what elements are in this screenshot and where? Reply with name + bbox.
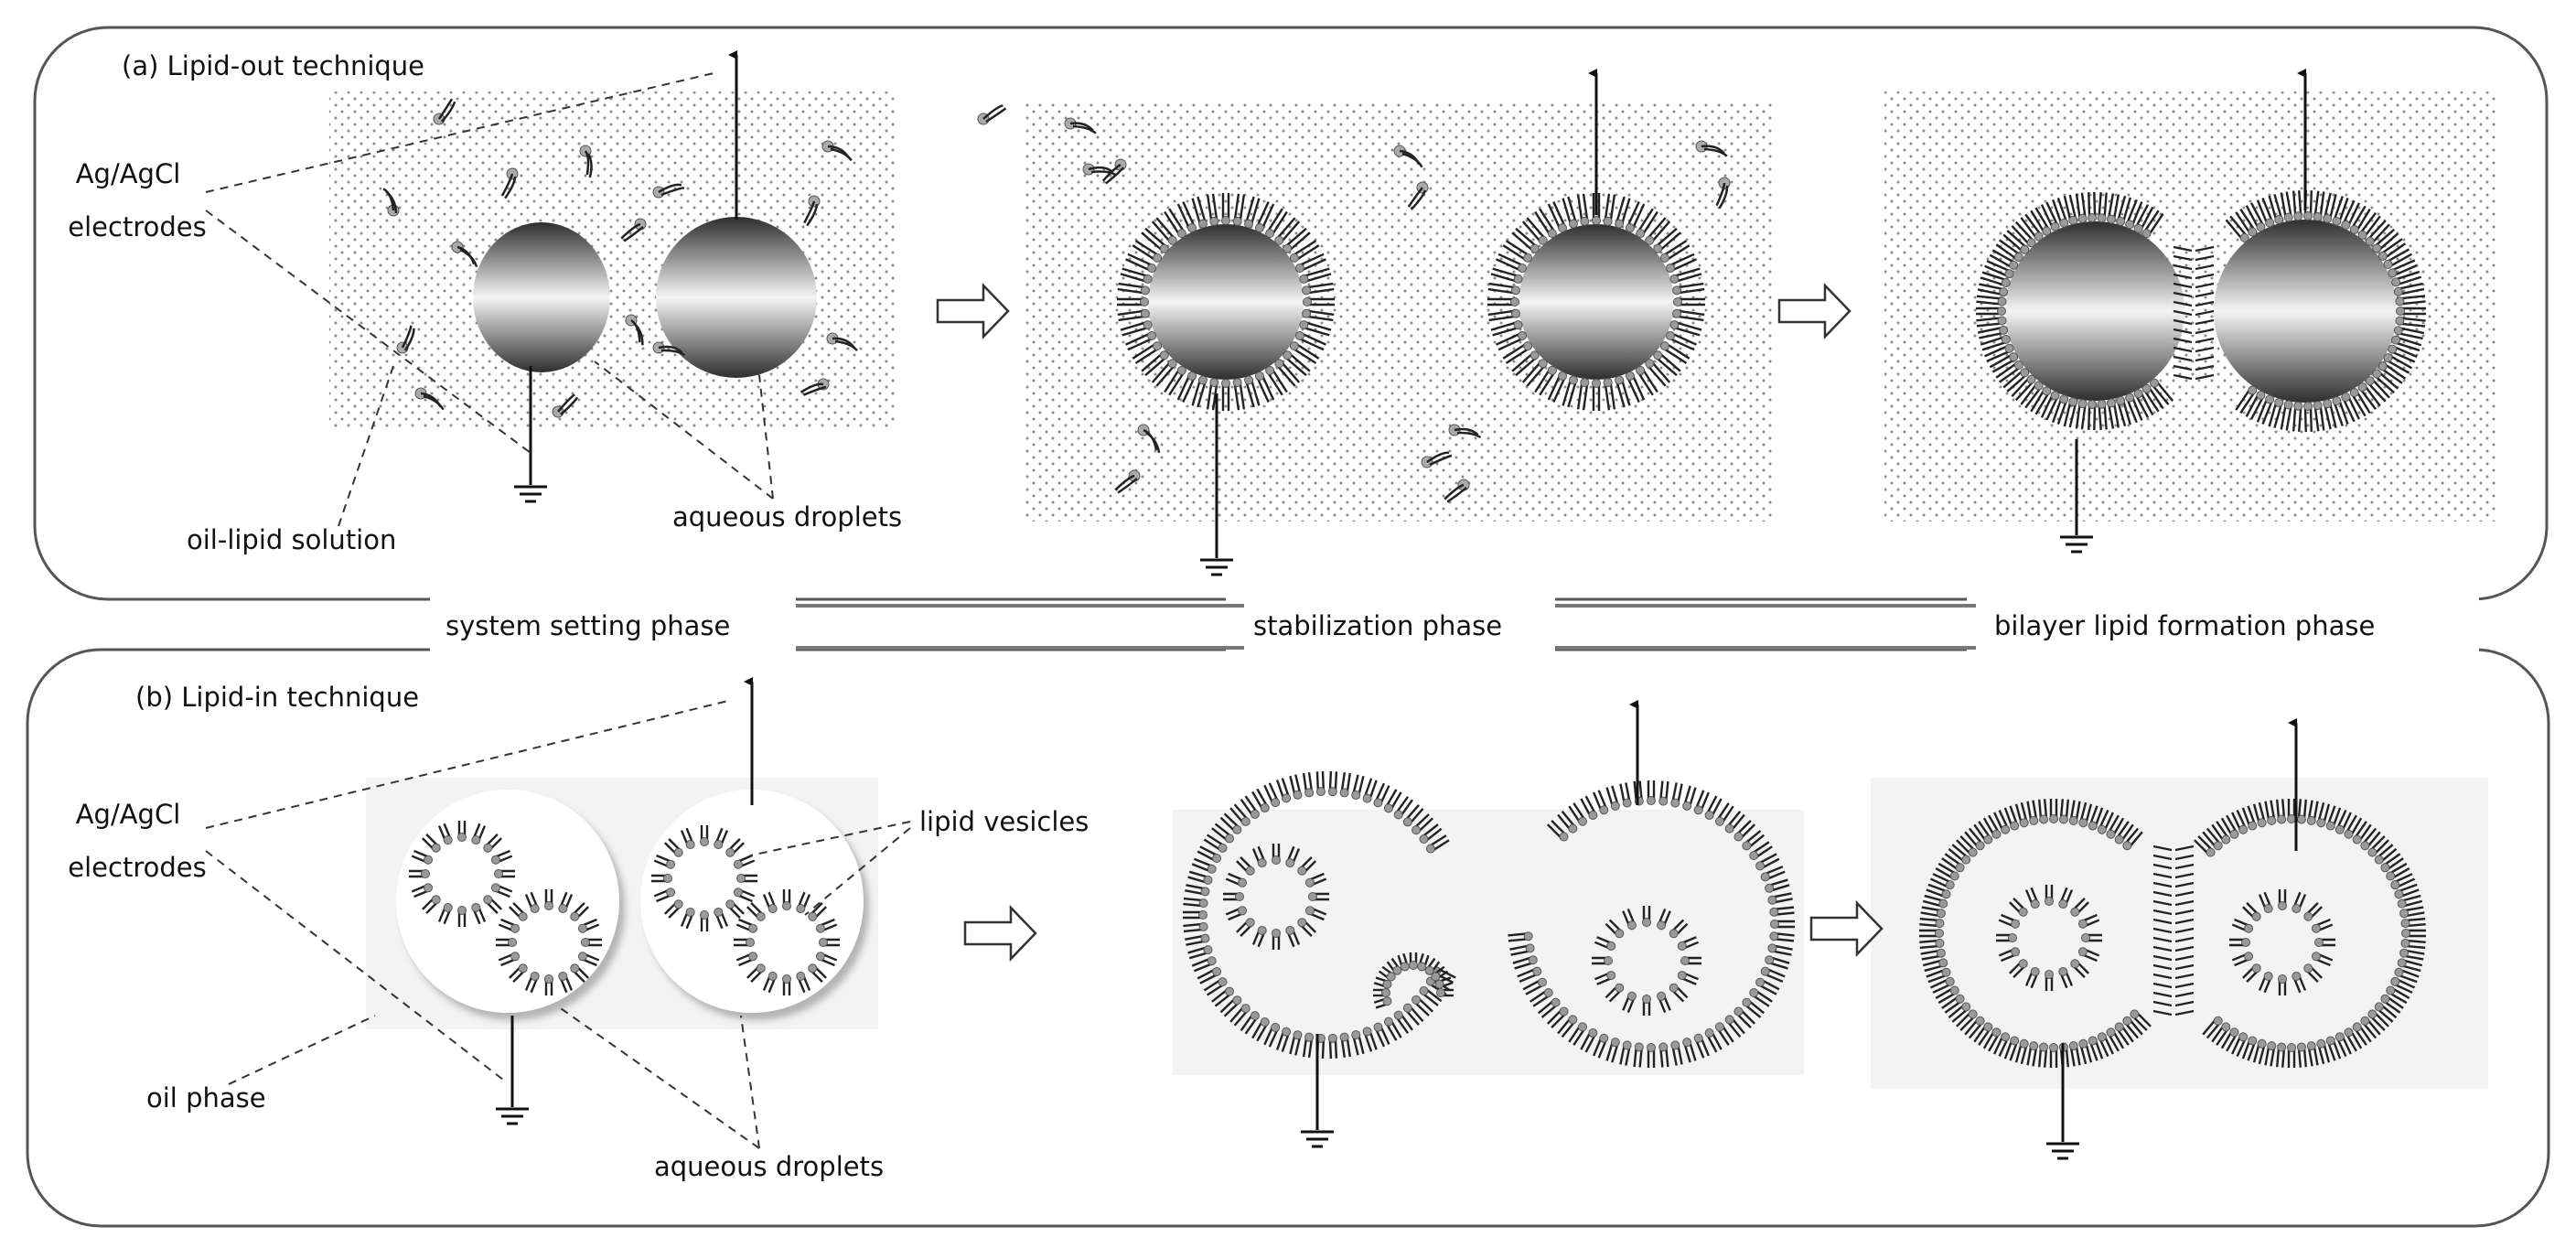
oil-phase-region-3 [1871, 778, 2488, 1089]
panel-a-title: (a) Lipid-out technique [122, 50, 424, 81]
oil-lipid-region-3 [1884, 91, 2497, 522]
electrodes-label-b-line2: electrodes [68, 852, 206, 883]
droplet-bilayer [1919, 799, 2426, 1068]
electrodes-label-a-line2: electrodes [68, 211, 206, 242]
leader-line [205, 699, 733, 829]
ground-icon [496, 1107, 529, 1125]
leader-line [804, 827, 911, 916]
phase-label-stabilization: stabilization phase [1253, 610, 1502, 641]
ground-icon [1200, 558, 1233, 576]
ground-icon [514, 485, 547, 503]
oil-lipid-region-1 [329, 91, 896, 430]
panel-b-title: (b) Lipid-in technique [135, 682, 419, 713]
lipid-coated-droplet [1064, 117, 1731, 503]
leader-line [205, 850, 504, 1081]
process-arrow [1777, 282, 1852, 340]
aqueous-droplet [396, 790, 619, 1013]
rupturing-vesicle-droplets [1183, 770, 1795, 1068]
process-arrow [936, 282, 1010, 340]
free-lipids [382, 98, 1007, 418]
electrodes-label-a: Ag/AgCl [76, 158, 181, 189]
leader-line [205, 210, 531, 454]
aqueous-droplets-label-a: aqueous droplets [672, 501, 902, 533]
lipid-coated-droplet [1487, 193, 1705, 411]
oil-lipid-solution-label: oil-lipid solution [187, 524, 396, 555]
aqueous-droplet [473, 222, 610, 372]
phase-label-setting: system setting phase [445, 610, 730, 641]
leader-line [749, 821, 911, 856]
leader-line [758, 374, 774, 500]
phase-label-formation: bilayer lipid formation phase [1994, 610, 2375, 641]
ground-icon [2060, 535, 2093, 554]
leader-line [740, 1015, 760, 1149]
leader-line [228, 1015, 376, 1085]
leader-line [557, 1006, 760, 1149]
ground-icon [2046, 1142, 2079, 1160]
lipid-vesicles [409, 821, 840, 995]
electrodes-label-b: Ag/AgCl [76, 799, 181, 830]
ground-icon [1301, 1130, 1334, 1148]
process-arrow [1809, 899, 1884, 958]
lipid-vesicles-label: lipid vesicles [919, 806, 1089, 837]
aqueous-droplets-label-b: aqueous droplets [654, 1151, 884, 1182]
aqueous-droplet [656, 217, 817, 378]
droplet-bilayer [1976, 189, 2426, 433]
process-arrow [963, 904, 1037, 963]
oil-phase-label: oil phase [146, 1082, 266, 1114]
